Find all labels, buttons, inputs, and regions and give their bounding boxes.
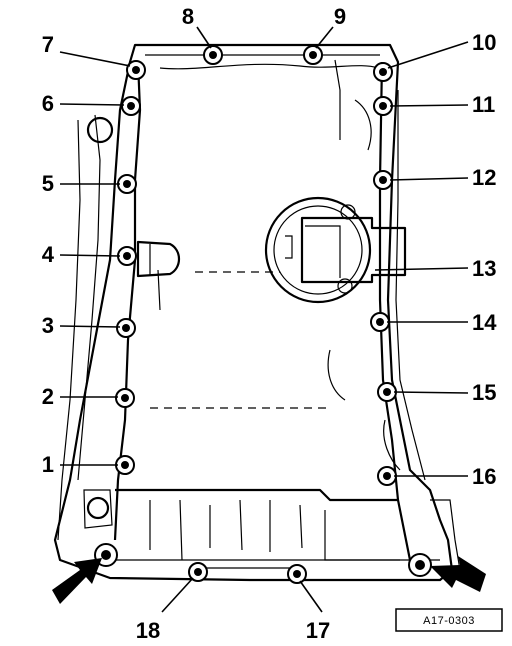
bolt-6 — [121, 96, 141, 116]
figure-reference-code: A17-0303 — [423, 615, 475, 627]
bolt-9 — [303, 45, 323, 65]
bolt-5 — [117, 174, 137, 194]
callout-labels: 1 2 3 4 5 6 7 8 9 10 11 12 13 14 15 16 1… — [42, 4, 497, 643]
bolt-2 — [115, 388, 135, 408]
bolt-4 — [117, 246, 137, 266]
bolt-12 — [373, 170, 393, 190]
callout-9: 9 — [334, 4, 346, 29]
bolt-7 — [126, 60, 146, 80]
oil-pan-outline — [53, 43, 461, 582]
bolt-8 — [203, 45, 223, 65]
figure-reference-box: A17-0303 — [395, 608, 503, 632]
callout-2: 2 — [42, 384, 54, 409]
callout-16: 16 — [472, 464, 496, 489]
callout-3: 3 — [42, 313, 54, 338]
bolt-15 — [377, 382, 397, 402]
bolt-10 — [373, 62, 393, 82]
callout-1: 1 — [42, 452, 54, 477]
arrow-right-icon — [430, 556, 486, 592]
callout-4: 4 — [42, 242, 55, 267]
bolt-3 — [116, 318, 136, 338]
bolt-11 — [373, 96, 393, 116]
bolt-1 — [115, 455, 135, 475]
bolt-14 — [370, 312, 390, 332]
bolt-17 — [287, 564, 307, 584]
callout-12: 12 — [472, 165, 496, 190]
callout-7: 7 — [42, 32, 54, 57]
bolt-right-arrowed — [408, 553, 432, 577]
callout-14: 14 — [472, 310, 497, 335]
arrow-left-icon — [52, 558, 102, 604]
bolt-group — [94, 45, 432, 584]
callout-13: 13 — [472, 256, 496, 281]
callout-15: 15 — [472, 380, 496, 405]
callout-17: 17 — [306, 618, 330, 643]
callout-8: 8 — [182, 4, 194, 29]
leader-lines — [59, 26, 469, 613]
callout-5: 5 — [42, 171, 54, 196]
bolt-16 — [377, 466, 397, 486]
callout-18: 18 — [136, 618, 160, 643]
callout-10: 10 — [472, 30, 496, 55]
callout-6: 6 — [42, 91, 54, 116]
bolt-18 — [188, 562, 208, 582]
callout-11: 11 — [472, 92, 495, 117]
